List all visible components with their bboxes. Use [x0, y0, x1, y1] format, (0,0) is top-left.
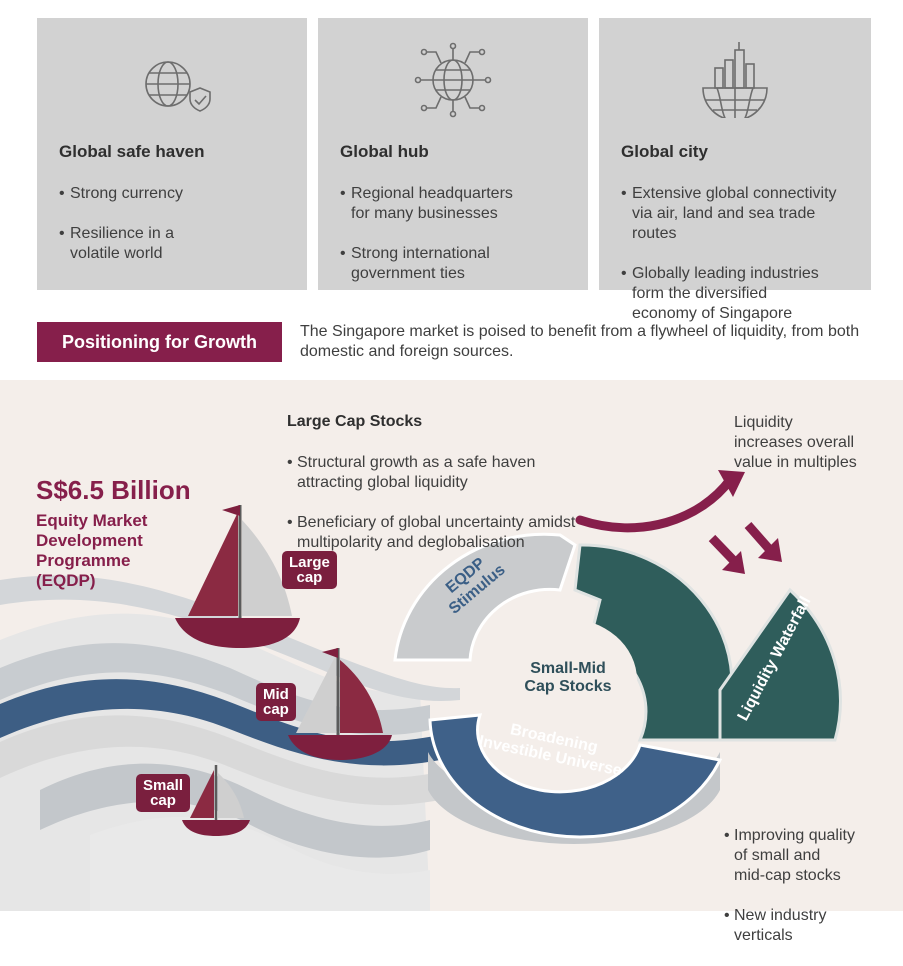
card-title: Global hub	[340, 142, 429, 161]
bullet-item: Strong currency	[59, 184, 183, 204]
globe-shield-icon	[132, 38, 212, 123]
bullet-item: Strong international government ties	[340, 244, 513, 284]
card-title: Global safe haven	[59, 142, 205, 161]
globe-network-icon	[408, 38, 498, 123]
bullet-item: New industry verticals	[724, 906, 894, 946]
eqdp-amount: S$6.5 Billion	[36, 475, 191, 505]
bullet-item: Improving quality of small and mid-cap s…	[724, 826, 894, 886]
large-cap-title: Large Cap Stocks	[287, 413, 423, 430]
positioning-text: The Singapore market is poised to benefi…	[300, 323, 860, 360]
card-title: Global city	[621, 142, 708, 161]
liquidity-arrows	[575, 470, 782, 574]
card-global-safe-haven: Global safe haven Strong currency Resili…	[37, 18, 307, 290]
globe-city-icon	[695, 38, 775, 123]
large-cap-boat	[175, 505, 300, 648]
bullet-item: Beneficiary of global uncertainty amidst…	[287, 513, 575, 553]
small-cap-tag: Small cap	[136, 774, 191, 812]
bullet-item: Structural growth as a safe haven attrac…	[287, 453, 575, 493]
positioning-badge: Positioning for Growth	[37, 322, 282, 362]
bullet-item: Extensive global connectivity via air, l…	[621, 184, 837, 244]
bullet-item: Regional headquarters for many businesse…	[340, 184, 513, 224]
card-global-hub: Global hub Regional headquarters for man…	[318, 18, 588, 290]
liquidity-note: Liquidity increases overall value in mul…	[734, 414, 857, 471]
card-bullets: Extensive global connectivity via air, l…	[621, 164, 837, 344]
mid-cap-tag: Mid cap	[256, 683, 296, 721]
bullet-item: Globally leading industries form the div…	[621, 264, 837, 324]
card-global-city: Global city Extensive global connectivit…	[599, 18, 871, 322]
bullet-item: Resilience in a volatile world	[59, 224, 183, 264]
card-bullets: Regional headquarters for many businesse…	[340, 164, 513, 304]
eqdp-name: Equity Market Development Programme (EQD…	[36, 511, 148, 590]
small-cap-boat	[182, 765, 250, 836]
large-cap-bullets: Structural growth as a safe haven attrac…	[287, 433, 575, 573]
card-bullets: Strong currency Resilience in a volatile…	[59, 164, 183, 284]
small-mid-bullets: Improving quality of small and mid-cap s…	[724, 806, 894, 966]
large-cap-tag: Large cap	[282, 551, 337, 589]
small-mid-cap-label: Small-Mid Cap Stocks	[524, 660, 612, 695]
mid-cap-boat	[288, 648, 392, 760]
